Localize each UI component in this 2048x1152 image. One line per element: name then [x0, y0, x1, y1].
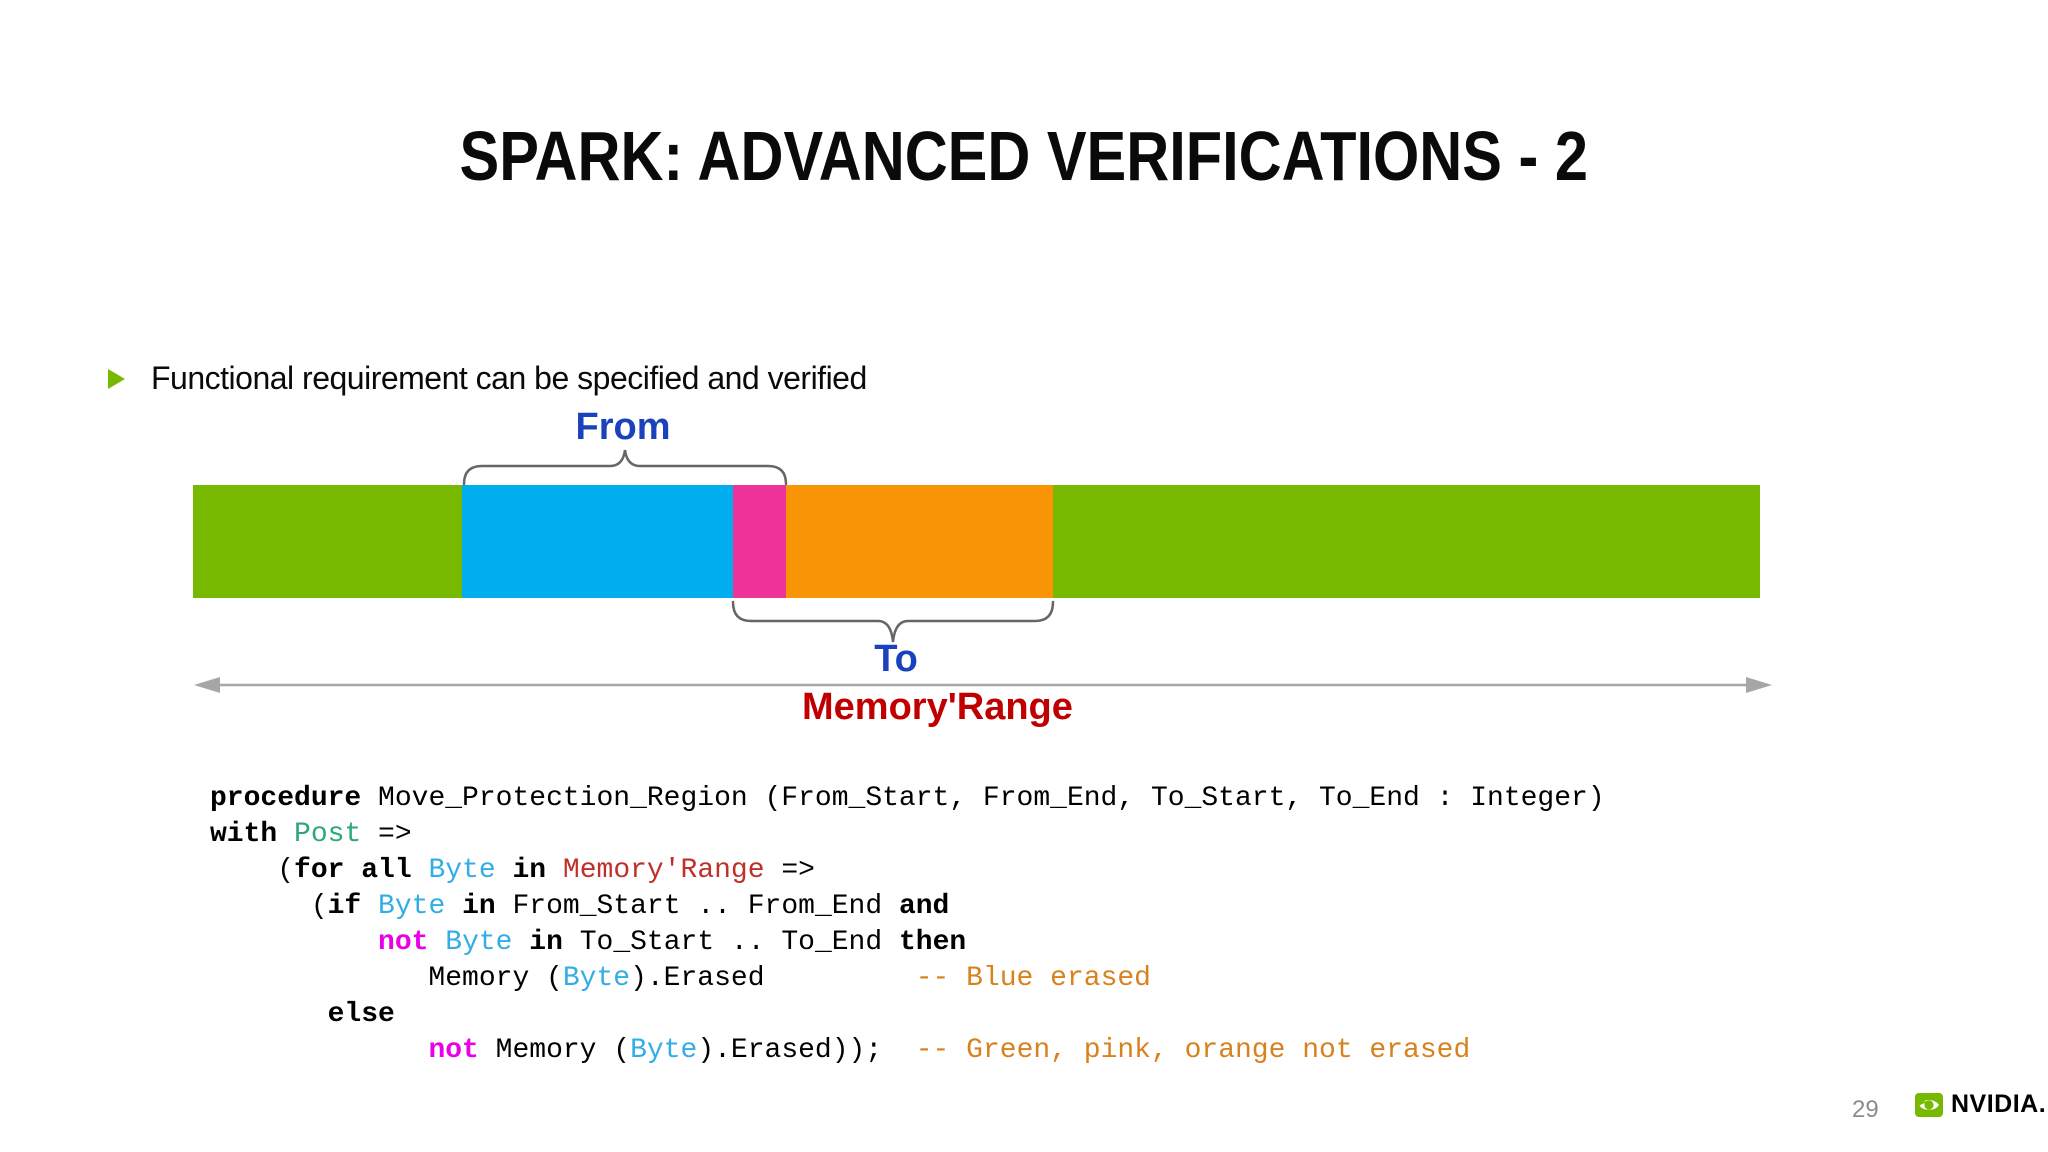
code-line: Memory (Byte).Erased -- Blue erased [210, 963, 1151, 994]
code-line: (if Byte in From_Start .. From_End and [210, 891, 950, 922]
bar-segment-green-right [1052, 485, 1760, 598]
bullet-arrow-icon [108, 368, 125, 389]
bar-segment-green-left [193, 485, 463, 598]
bar-segment-blue-from [462, 485, 733, 598]
bullet-item: Functional requirement can be specified … [108, 360, 867, 397]
nvidia-logo: NVIDIA. [1914, 1090, 2046, 1119]
bar-segment-orange-to [785, 485, 1053, 598]
code-line: else [327, 999, 395, 1030]
code-line: (for all Byte in Memory'Range => [210, 855, 815, 886]
page-number: 29 [1852, 1096, 1879, 1123]
from-brace [462, 449, 788, 486]
memory-bar [193, 485, 1760, 598]
memory-range-label: Memory'Range [802, 686, 1073, 728]
from-range-label: From [575, 406, 671, 448]
nvidia-eye-icon [1915, 1092, 1943, 1117]
bullet-text: Functional requirement can be specified … [151, 360, 867, 396]
bar-segment-pink-overlap [732, 485, 786, 598]
to-brace [731, 600, 1055, 643]
code-line: with Post => [210, 819, 412, 850]
code-line: not Memory (Byte).Erased)); -- Green, pi… [428, 1035, 1471, 1066]
memory-range-arrow-icon [194, 677, 1772, 693]
code-block: procedure Move_Protection_Region (From_S… [210, 781, 1605, 1069]
page-title: SPARK: ADVANCED VERIFICATIONS - 2 [0, 116, 2048, 196]
nvidia-wordmark: NVIDIA. [1951, 1090, 2047, 1118]
to-range-label: To [874, 638, 918, 680]
code-line: not Byte in To_Start .. To_End then [378, 927, 967, 958]
code-line: procedure Move_Protection_Region (From_S… [210, 783, 1605, 814]
page-title-text: SPARK: ADVANCED VERIFICATIONS - 2 [459, 117, 1589, 195]
